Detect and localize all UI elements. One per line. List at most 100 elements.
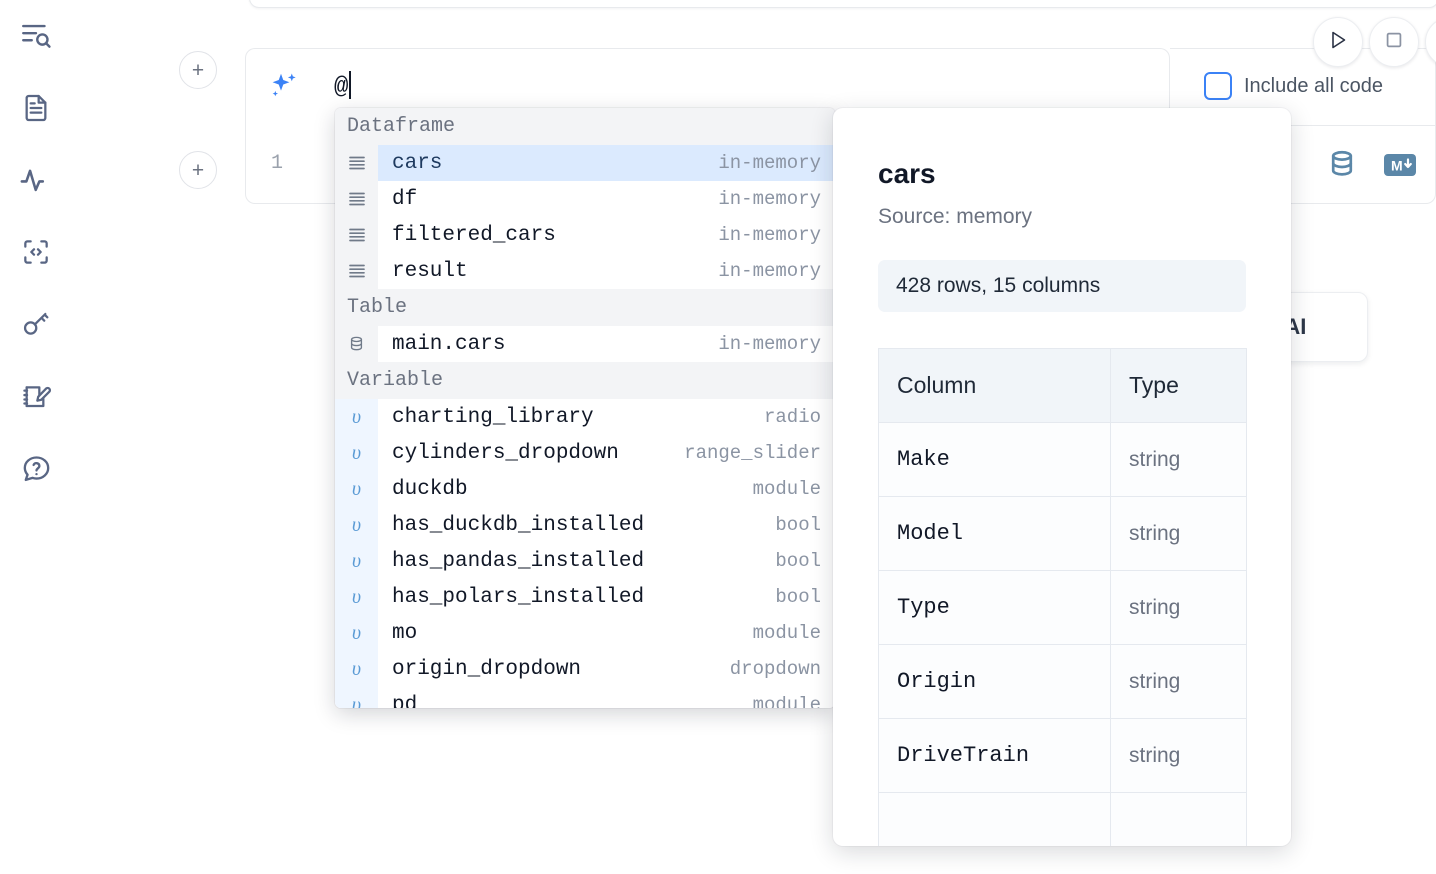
autocomplete-item[interactable]: filtered_cars in-memory [335,217,835,253]
column-type-cell: string [1110,422,1247,497]
sidebar-item-snippets[interactable] [14,230,58,274]
autocomplete-item-name: main.cars [392,332,506,356]
sidebar-item-secrets[interactable] [14,302,58,346]
autocomplete-item-body: cylinders_dropdown range_slider [378,435,835,471]
autocomplete-item-type: module [752,694,821,708]
table-row [878,792,1247,846]
autocomplete-item-type: range_slider [684,442,821,464]
dataframe-icon [335,253,378,289]
add-cell-below-button[interactable]: + [179,151,217,189]
autocomplete-item[interactable]: υ cylinders_dropdown range_slider [335,435,835,471]
ai-prompt-input[interactable]: @ [334,71,352,101]
database-icon[interactable] [1325,148,1359,187]
add-cell-above-button[interactable]: + [179,51,217,89]
autocomplete-item-name: filtered_cars [392,223,556,247]
autocomplete-item-type: dropdown [729,658,821,680]
autocomplete-item-name: cylinders_dropdown [392,441,619,465]
sidebar-item-notebook[interactable] [14,86,58,130]
stop-cell-button[interactable] [1369,17,1419,67]
variable-icon: υ [335,399,378,435]
autocomplete-item[interactable]: result in-memory [335,253,835,289]
column-type-cell: string [1110,570,1247,645]
run-cell-button[interactable] [1313,17,1363,67]
autocomplete-item-type: in-memory [718,260,821,282]
dataframe-icon [335,181,378,217]
column-name-cell: DriveTrain [878,718,1111,793]
doc-title: cars [878,158,936,189]
autocomplete-item-name: df [392,187,418,211]
sparkles-icon [266,69,302,110]
autocomplete-item-type: bool [775,514,821,536]
variable-icon: υ [335,579,378,615]
variable-icon: υ [335,543,378,579]
table-header-cell: Type [1110,348,1247,423]
column-name-cell: Model [878,496,1111,571]
sidebar-item-file-explorer[interactable] [14,14,58,58]
table-header-cell: Column [878,348,1111,423]
autocomplete-item-name: duckdb [392,477,468,501]
column-type-cell: string [1110,718,1247,793]
variable-icon: υ [335,507,378,543]
autocomplete-item-type: in-memory [718,333,821,355]
include-all-code-checkbox[interactable] [1204,72,1232,100]
variable-icon: υ [335,687,378,708]
stop-square-icon [1383,29,1405,56]
autocomplete-item-name: result [392,259,468,283]
dataframe-icon [335,217,378,253]
text-caret [349,71,352,99]
database-icon [335,326,378,362]
scratchpad-icon [20,380,52,412]
plus-icon: + [191,158,205,182]
document-icon [20,92,52,124]
markdown-icon[interactable]: M [1383,152,1417,183]
sidebar-item-scratchpad[interactable] [14,374,58,418]
autocomplete-item-type: module [752,622,821,644]
doc-shape-badge: 428 rows, 15 columns [878,260,1246,312]
autocomplete-item-type: radio [763,406,821,428]
autocomplete-item-name: origin_dropdown [392,657,582,681]
code-snippet-icon [20,236,52,268]
sidebar-item-help[interactable] [14,446,58,490]
autocomplete-item[interactable]: main.cars in-memory [335,326,835,362]
variable-icon: υ [335,435,378,471]
column-type-cell: string [1110,496,1247,571]
column-type-cell: string [1110,644,1247,719]
column-type-cell [1110,792,1247,846]
column-name-cell: Type [878,570,1111,645]
autocomplete-item-body: main.cars in-memory [378,326,835,362]
autocomplete-item-type: in-memory [718,152,821,174]
include-all-code-row[interactable]: Include all code [1204,72,1383,100]
sidebar-item-activity[interactable] [14,158,58,202]
previous-cell-stub [249,0,1436,8]
column-name-cell: Make [878,422,1111,497]
activity-icon [19,163,53,197]
line-number: 1 [271,152,284,175]
autocomplete-item-type: in-memory [718,224,821,246]
sidebar-rail [0,0,72,874]
column-name-cell [878,792,1111,846]
